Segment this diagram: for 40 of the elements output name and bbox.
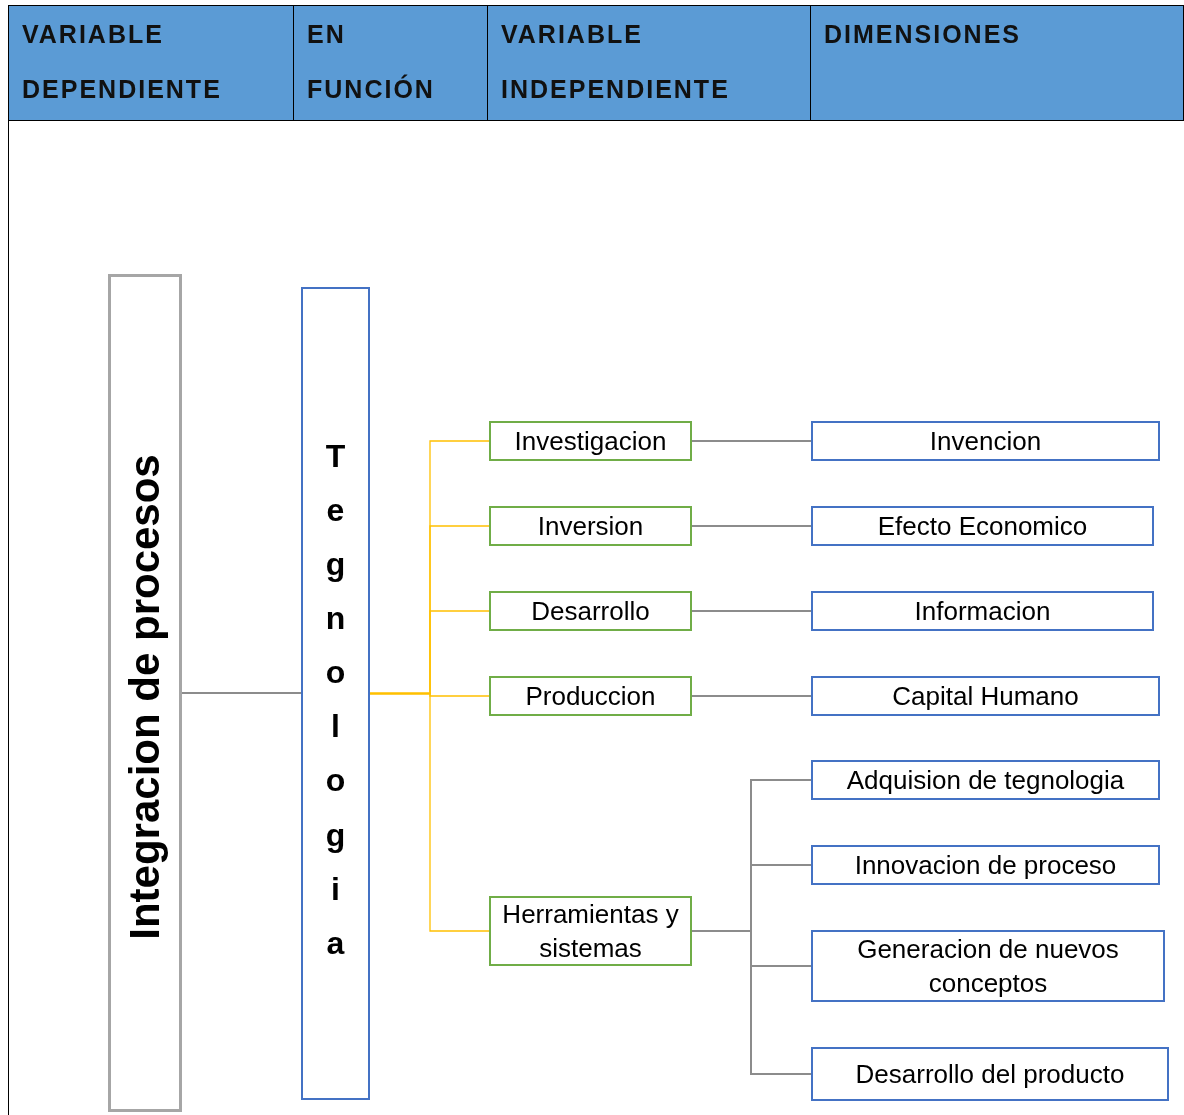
category-box bbox=[489, 896, 692, 966]
dimension-box bbox=[811, 591, 1154, 631]
connector-line bbox=[691, 610, 812, 612]
dimension-box bbox=[811, 506, 1154, 546]
connector-line bbox=[369, 692, 490, 932]
box-text: Innovacion de proceso bbox=[854, 849, 1117, 882]
variable-text: Integracion de procesos bbox=[124, 454, 166, 940]
header-text: EN FUNCIÓN bbox=[307, 19, 436, 105]
category-box bbox=[489, 506, 692, 546]
connector-line bbox=[691, 930, 812, 1075]
box-text: Generacion de nuevos conceptos bbox=[856, 933, 1120, 1000]
dimension-box bbox=[811, 676, 1160, 716]
box-text: Produccion bbox=[525, 680, 656, 713]
box-text: Herramientas y sistemas bbox=[501, 898, 680, 965]
box-text: Efecto Economico bbox=[877, 510, 1088, 543]
connector-line bbox=[691, 440, 812, 442]
box-text: Desarrollo del producto bbox=[855, 1058, 1125, 1091]
dimension-box bbox=[811, 760, 1160, 800]
box-text: Informacion bbox=[914, 595, 1051, 628]
dimension-box bbox=[811, 930, 1165, 1002]
box-text: Capital Humano bbox=[892, 680, 1079, 713]
category-box bbox=[489, 591, 692, 631]
dimension-box bbox=[811, 845, 1160, 885]
connector-line bbox=[691, 695, 812, 697]
connector-line bbox=[181, 692, 302, 694]
category-box bbox=[489, 676, 692, 716]
category-box bbox=[489, 421, 692, 461]
variable-box bbox=[108, 274, 182, 1112]
box-text: Desarrollo bbox=[531, 595, 650, 628]
box-text: Inversion bbox=[537, 510, 644, 543]
header-text: VARIABLE DEPENDIENTE bbox=[22, 19, 223, 105]
box-text: Investigacion bbox=[514, 425, 667, 458]
connector-line bbox=[691, 525, 812, 527]
dimension-box bbox=[811, 421, 1160, 461]
box-text: Invencion bbox=[929, 425, 1042, 458]
dimension-box bbox=[811, 1047, 1169, 1101]
box-text: Adquision de tegnologia bbox=[846, 764, 1125, 797]
header-text: VARIABLE INDEPENDIENTE bbox=[501, 19, 731, 105]
variable-box bbox=[301, 287, 370, 1100]
header-text: DIMENSIONES bbox=[824, 19, 1023, 50]
